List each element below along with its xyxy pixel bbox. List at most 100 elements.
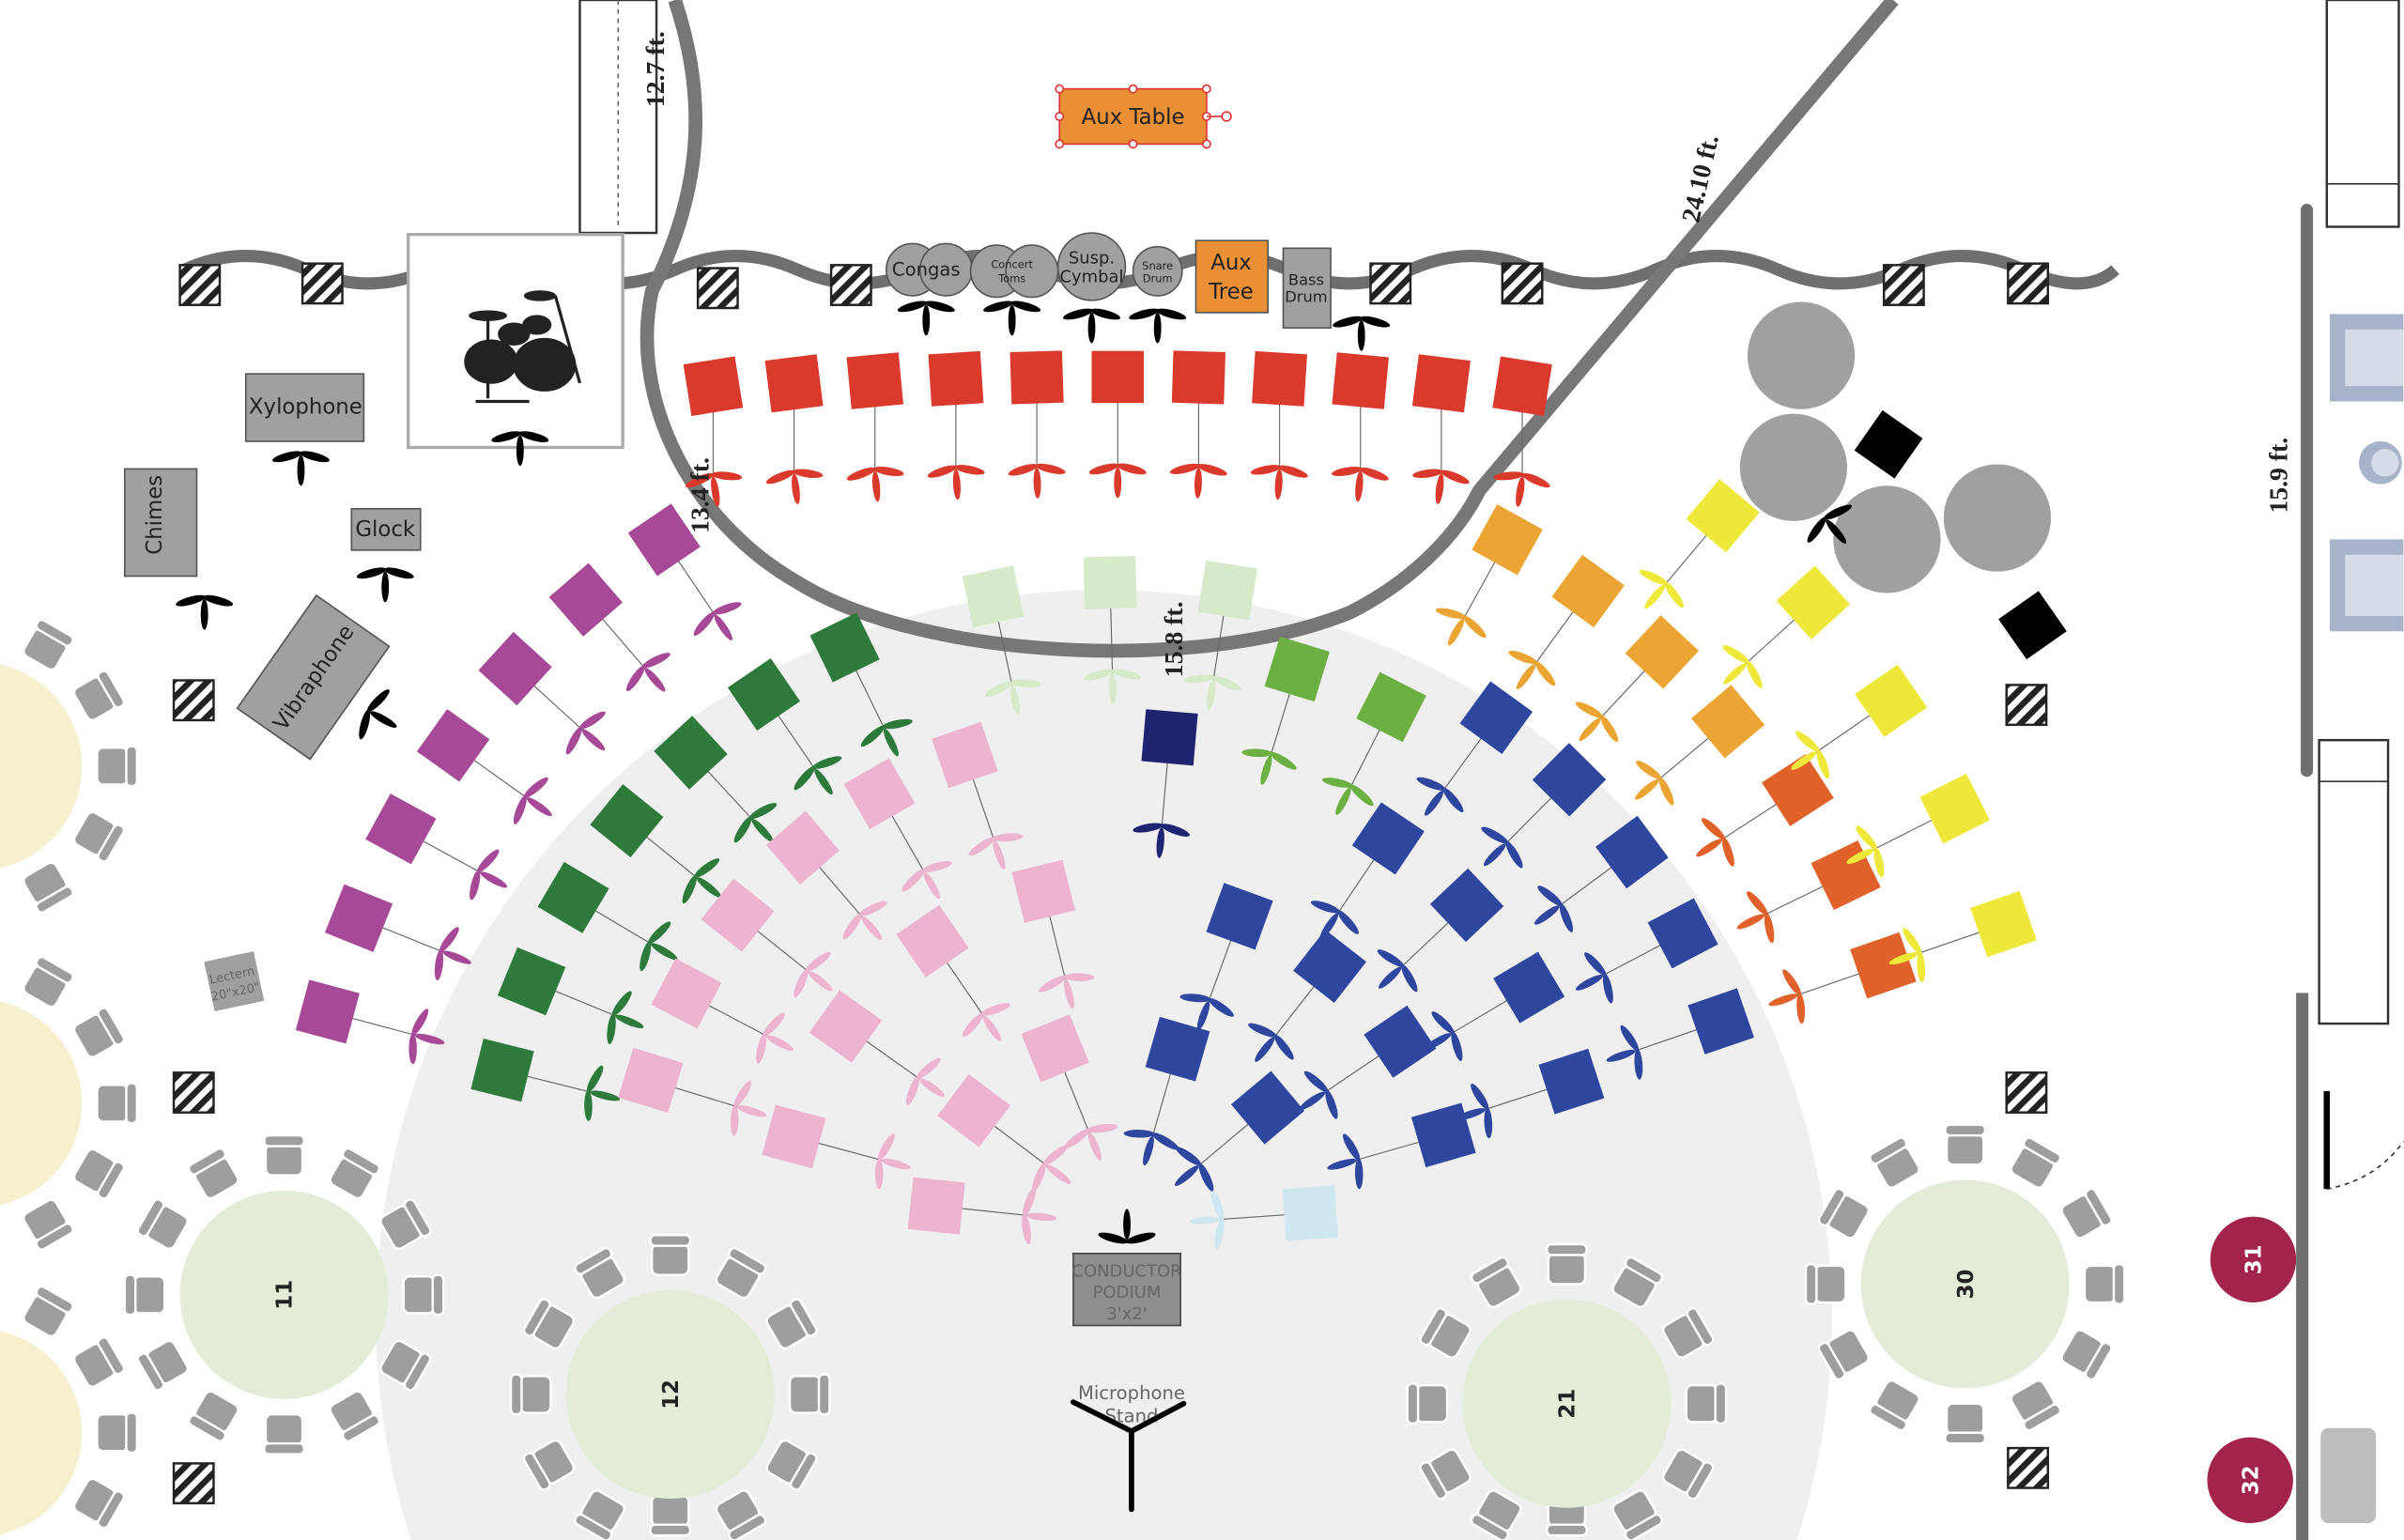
chair[interactable]	[1532, 743, 1607, 817]
table-chair[interactable]	[1944, 1123, 1987, 1166]
table-chair[interactable]	[2083, 1263, 2126, 1305]
chair[interactable]	[1141, 709, 1198, 766]
chair[interactable]	[1264, 636, 1330, 702]
chair[interactable]	[1551, 554, 1625, 628]
seat[interactable]	[1283, 1005, 1437, 1134]
chair[interactable]	[651, 958, 722, 1029]
chair[interactable]	[590, 784, 664, 858]
seat[interactable]	[651, 958, 807, 1077]
table-chair[interactable]	[96, 1082, 139, 1125]
table-chair[interactable]	[1610, 1487, 1664, 1540]
seat[interactable]	[1188, 1185, 1338, 1251]
chair[interactable]	[1145, 1016, 1210, 1082]
chair[interactable]	[962, 565, 1025, 627]
lectern[interactable]: Lectern 20"x20"	[204, 951, 265, 1011]
glock[interactable]: Glock	[350, 507, 422, 551]
chair[interactable]	[727, 657, 801, 732]
chair[interactable]	[470, 1039, 534, 1102]
chair[interactable]	[907, 1177, 965, 1235]
table-30[interactable]: 30	[1804, 1123, 2126, 1445]
table-chair[interactable]	[136, 1337, 191, 1392]
seat[interactable]	[1616, 685, 1765, 822]
black-block[interactable]	[1854, 409, 1923, 479]
seat[interactable]	[683, 356, 747, 511]
chair[interactable]	[1197, 560, 1257, 621]
table-chair[interactable]	[71, 1146, 126, 1200]
table-chair[interactable]	[2058, 1187, 2113, 1241]
seat[interactable]	[478, 631, 624, 772]
chair[interactable]	[1230, 1070, 1305, 1145]
chair[interactable]	[497, 947, 566, 1016]
seat[interactable]	[727, 657, 856, 811]
table-chair[interactable]	[20, 955, 74, 1009]
chair[interactable]	[1690, 685, 1765, 759]
chair[interactable]	[1410, 1102, 1476, 1168]
seat[interactable]	[537, 861, 693, 985]
table-chair[interactable]	[649, 1494, 692, 1537]
chair[interactable]	[1762, 754, 1834, 826]
chair[interactable]	[765, 810, 840, 885]
seat[interactable]	[324, 884, 482, 991]
seat[interactable]	[932, 721, 1032, 879]
chair[interactable]	[1687, 988, 1754, 1055]
seat[interactable]	[907, 1177, 1060, 1248]
table-chair[interactable]	[1868, 1378, 1922, 1432]
seat[interactable]	[845, 352, 908, 504]
timpani[interactable]	[1739, 301, 2052, 593]
seat[interactable]	[809, 612, 924, 769]
seat[interactable]	[1409, 354, 1472, 508]
chair[interactable]	[1252, 350, 1307, 407]
seat[interactable]	[470, 1039, 626, 1128]
xylophone[interactable]: Xylophone	[244, 373, 365, 442]
table-chair[interactable]	[71, 670, 126, 724]
table-chair[interactable]	[1470, 1487, 1524, 1540]
table-chair[interactable]	[402, 1273, 445, 1317]
chair[interactable]	[627, 503, 701, 577]
seat[interactable]	[1170, 883, 1273, 1040]
seat[interactable]	[962, 565, 1048, 721]
chair[interactable]	[1776, 565, 1851, 639]
seat[interactable]	[1879, 890, 2037, 992]
seat[interactable]	[365, 793, 521, 913]
seat[interactable]	[1680, 754, 1834, 881]
table-chair[interactable]	[1660, 1307, 1715, 1362]
seat[interactable]	[896, 904, 1025, 1058]
seat[interactable]	[809, 990, 962, 1120]
chair[interactable]	[701, 878, 775, 952]
table-chair[interactable]	[96, 745, 139, 788]
concert-toms[interactable]: Concert Toms	[969, 244, 1059, 299]
seat[interactable]	[548, 562, 687, 711]
chair[interactable]	[537, 861, 609, 933]
chair[interactable]	[1970, 890, 2037, 958]
seat[interactable]	[1130, 709, 1198, 860]
table[interactable]	[0, 944, 139, 1262]
chair[interactable]	[324, 884, 393, 952]
chair[interactable]	[1083, 555, 1137, 609]
table-chair[interactable]	[522, 1298, 577, 1352]
seat[interactable]	[1623, 479, 1760, 627]
chair[interactable]	[1171, 350, 1226, 405]
seat[interactable]	[1168, 350, 1228, 499]
seat[interactable]	[926, 350, 987, 501]
table-21[interactable]: 21	[1406, 1242, 1728, 1540]
snare-drum[interactable]: Snare Drum	[1132, 245, 1183, 297]
table-chair[interactable]	[522, 1437, 577, 1491]
table-chair[interactable]	[187, 1389, 241, 1443]
chair[interactable]	[1332, 352, 1389, 409]
table-chair[interactable]	[187, 1147, 241, 1201]
table-chair[interactable]	[574, 1487, 628, 1540]
table-chair[interactable]	[713, 1246, 767, 1301]
seat[interactable]	[1319, 1102, 1476, 1196]
table-chair[interactable]	[574, 1246, 628, 1301]
seat[interactable]	[627, 503, 757, 656]
table-chair[interactable]	[509, 1373, 552, 1416]
seat[interactable]	[654, 716, 794, 861]
table-chair[interactable]	[1610, 1255, 1664, 1310]
chair[interactable]	[1411, 354, 1471, 413]
seat[interactable]	[1233, 636, 1330, 793]
chimes[interactable]: Chimes	[124, 468, 198, 578]
seat[interactable]	[1011, 859, 1102, 1016]
table-chair[interactable]	[136, 1198, 191, 1253]
seat[interactable]	[1759, 932, 1917, 1033]
seat[interactable]	[1562, 898, 1718, 1015]
